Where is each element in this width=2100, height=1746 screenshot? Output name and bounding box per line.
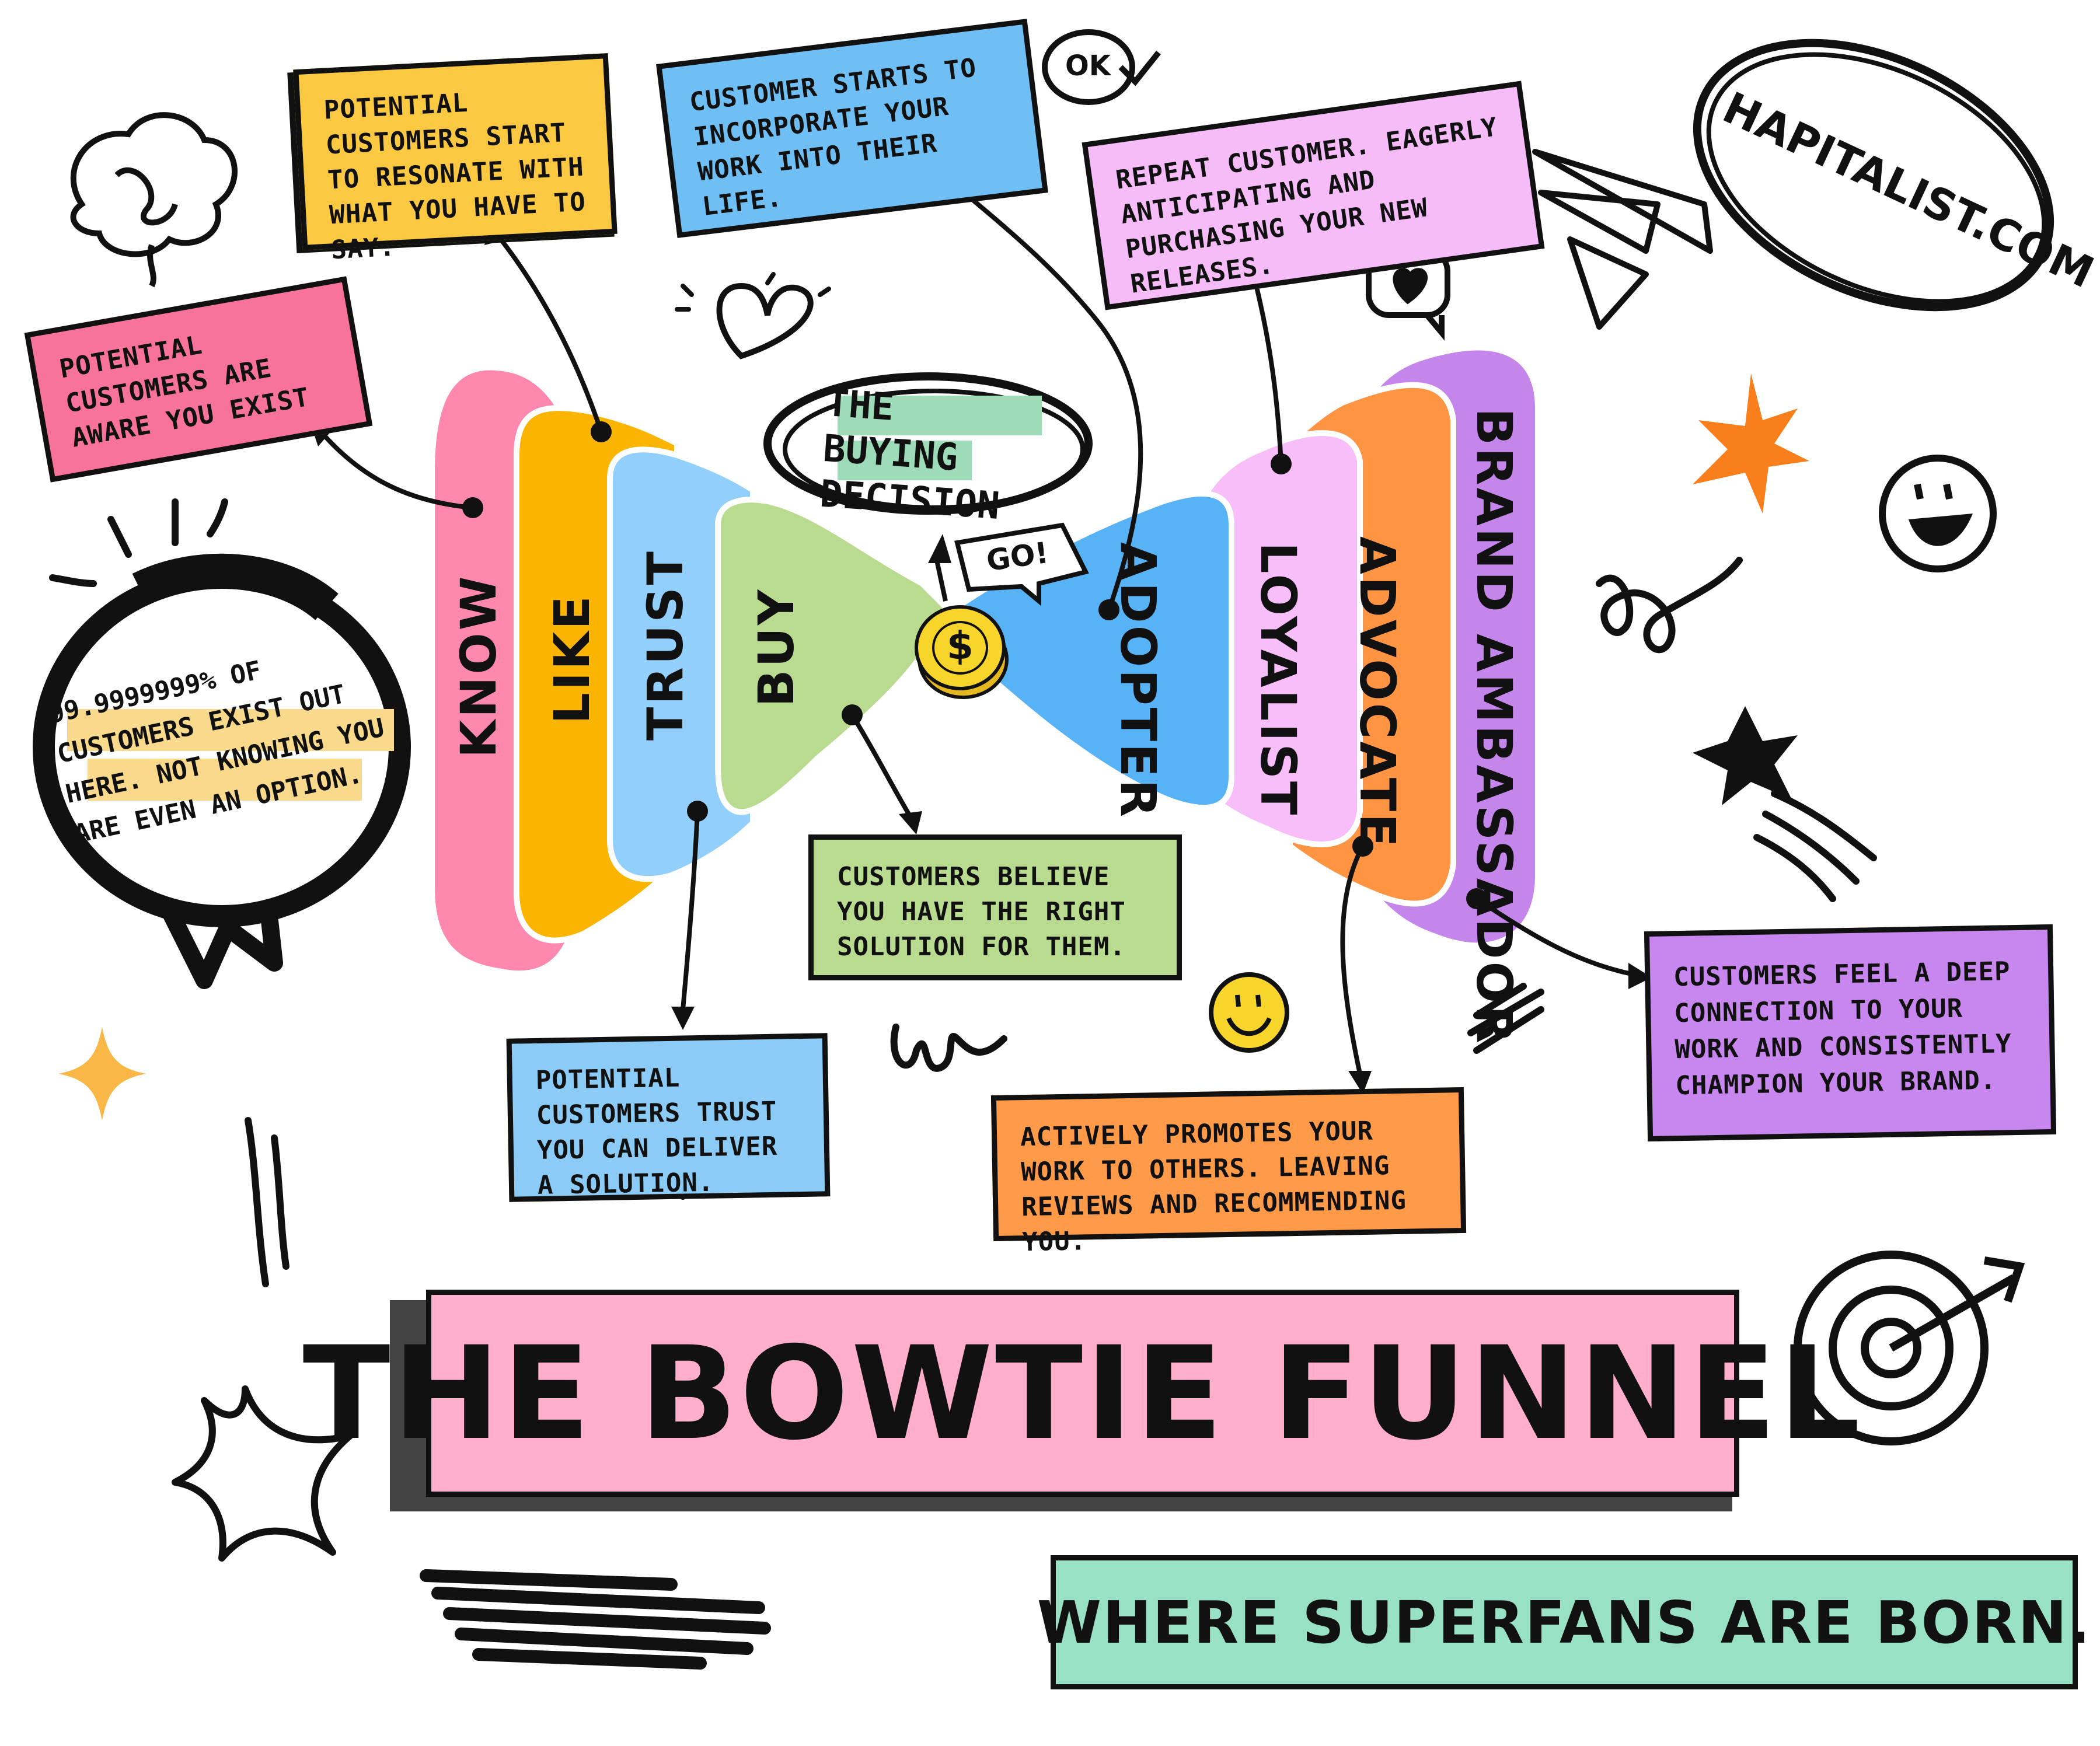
stage-label-advocate: ADVOCATE <box>1349 536 1406 850</box>
megaphone-lines-icon <box>1532 149 1713 330</box>
stage-label-brand-ambassador: BRAND AMBASSADOR <box>1466 408 1523 1046</box>
go-speech-bubble <box>954 522 1089 606</box>
stage-label-loyalist: LOYALIST <box>1250 542 1307 818</box>
like-description-box: POTENTIAL CUSTOMERS START TO RESONATE WI… <box>293 53 618 265</box>
stage-label-adopter: ADOPTER <box>1110 542 1167 820</box>
ok-badge-icon <box>1042 29 1161 105</box>
burst-doodle-icon <box>172 1385 354 1562</box>
advocate-description-box: ACTIVELY PROMOTES YOUR WORK TO OTHERS. L… <box>990 1087 1467 1257</box>
orange-star-icon <box>1693 373 1809 514</box>
buying-decision-label: THE BUYING DECISION <box>818 382 1002 528</box>
title-banner: THE BOWTIE FUNNEL <box>303 1290 1860 1497</box>
brand-ellipse <box>1693 39 2054 312</box>
stage-label-like: LIKE <box>543 593 601 724</box>
brand-ambassador-description-box: CUSTOMERS FEEL A DEEP CONNECTION TO YOUR… <box>1644 924 2057 1142</box>
coin-icon <box>915 605 1009 699</box>
stage-band-loyalist <box>1205 430 1363 848</box>
black-star-icon <box>1693 706 1798 805</box>
stage-label-trust: TRUST <box>637 549 694 741</box>
decorative-scribbles <box>49 498 1877 1287</box>
sparkle-icon <box>58 1027 146 1120</box>
subtitle-banner: WHERE SUPERFANS ARE BORN. <box>1037 1555 2090 1689</box>
heart-icon <box>716 282 814 359</box>
ok-label: OK <box>1065 50 1111 82</box>
brain-icon <box>70 112 238 288</box>
page-subtitle: WHERE SUPERFANS ARE BORN. <box>1037 1588 2092 1657</box>
connector-dots <box>462 421 1487 909</box>
stage-label-buy: BUY <box>748 587 805 707</box>
buying-decision-ellipse <box>763 372 1093 515</box>
page-title: THE BOWTIE FUNNEL <box>302 1318 1863 1468</box>
scribble-fill-doodle <box>420 1569 771 1670</box>
smiley-face-icon <box>1879 455 1997 572</box>
connector-lines <box>319 184 1635 1074</box>
buy-description-box: CUSTOMERS BELIEVE YOU HAVE THE RIGHT SOL… <box>808 834 1182 980</box>
yellow-smiley-icon <box>1209 972 1289 1053</box>
coin-symbol: $ <box>947 623 974 668</box>
trust-description-box: POTENTIAL CUSTOMERS TRUST YOU CAN DELIVE… <box>506 1033 831 1202</box>
stage-label-know: KNOW <box>450 574 507 758</box>
target-icon <box>1794 1251 2025 1445</box>
stat-bubble-outline <box>33 553 411 989</box>
